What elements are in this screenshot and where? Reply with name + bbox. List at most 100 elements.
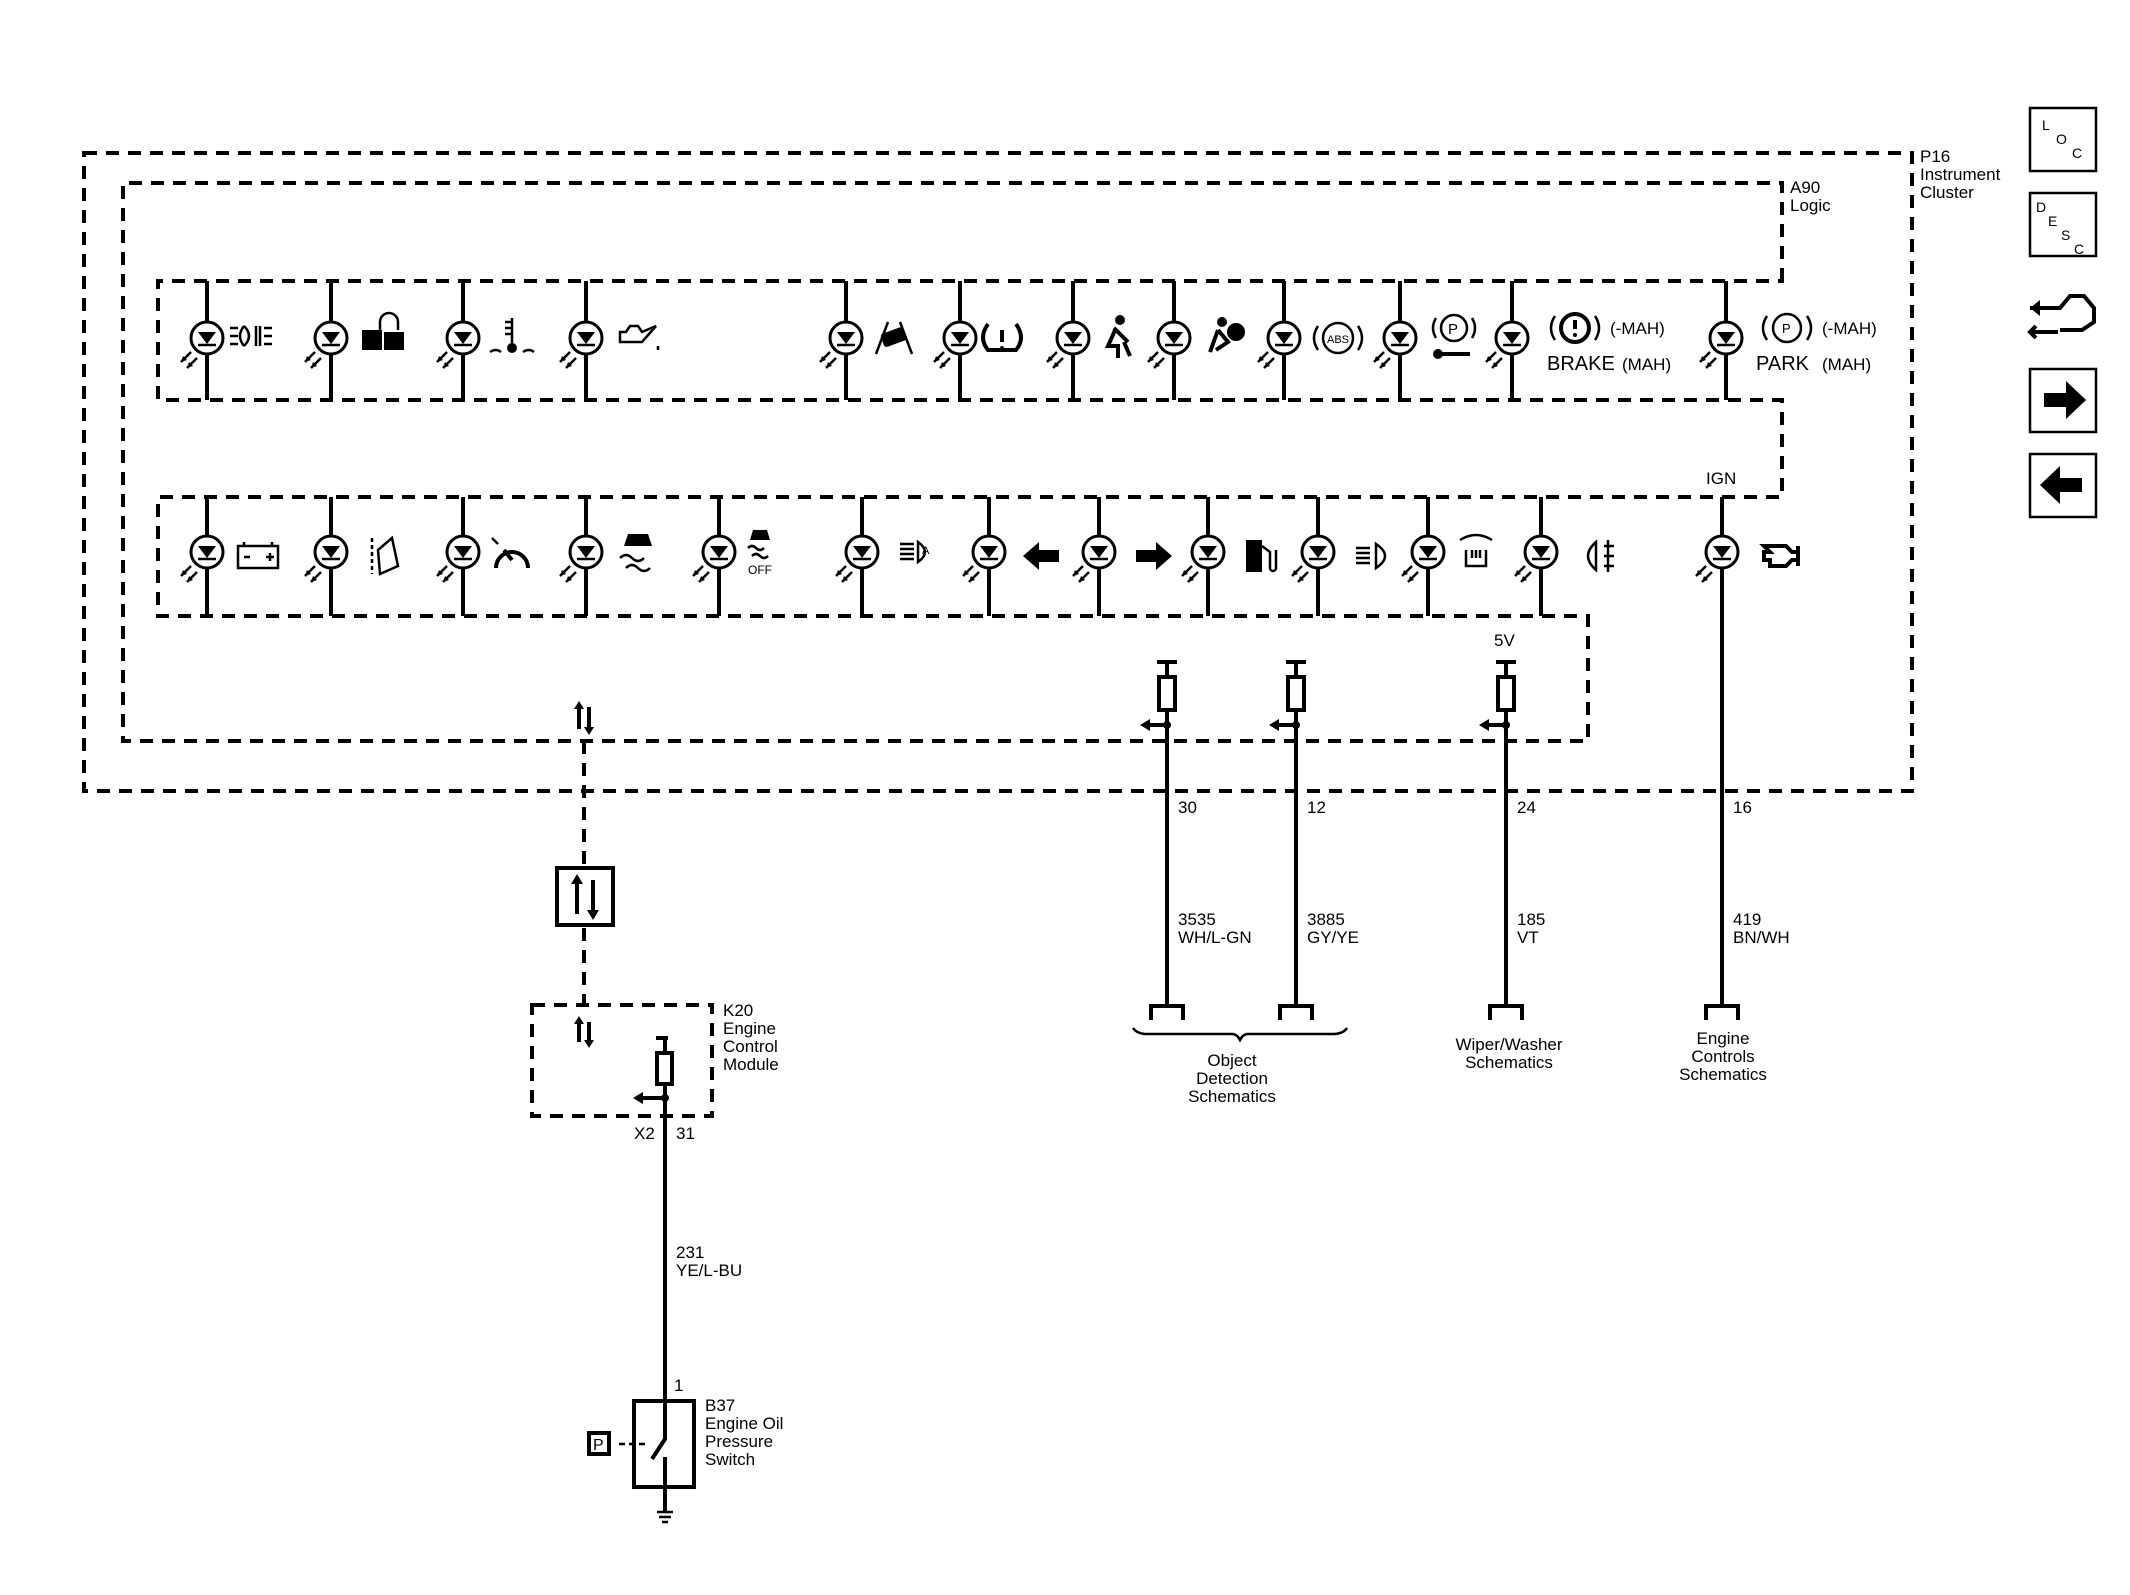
airbag-icon-led: [1147, 281, 1192, 400]
b37-label-id: B37: [705, 1396, 735, 1415]
front-fog-lamp-icon-led: [1514, 497, 1559, 616]
desc-letter-s: S: [2061, 227, 2070, 243]
a90-logic-boundary: [121, 181, 1784, 743]
loc-letter-l: L: [2042, 117, 2050, 133]
traction-control-icon: [619, 534, 652, 573]
b37-pin-label: 1: [674, 1376, 683, 1395]
battery-icon-led: [180, 497, 225, 616]
circuit-231-number: 231: [676, 1243, 704, 1262]
circuit-color-3885: GY/YE: [1307, 928, 1359, 947]
indicator-row-1: [180, 281, 1744, 400]
k20-pin-label: 31: [676, 1124, 695, 1143]
b37-label-line2: Pressure: [705, 1432, 773, 1451]
park-p-text: P: [1782, 321, 1791, 336]
a90-label-id: A90: [1790, 178, 1820, 197]
oil-pressure-icon: [618, 324, 660, 350]
connector-end-view-button[interactable]: [2027, 294, 2096, 340]
object-detection-line1: Object: [1207, 1051, 1256, 1070]
rear-wiper-icon: [1459, 533, 1493, 568]
auto-high-beam-icon-led: [835, 497, 880, 616]
desc-letter-d: D: [2036, 199, 2046, 215]
k20-engine-control-module: [530, 1003, 714, 1118]
tire-pressure-icon: [981, 322, 1023, 352]
circuit-color-185: VT: [1517, 928, 1539, 947]
k20-label-line3: Module: [723, 1055, 779, 1074]
security-lock-icon-led: [304, 281, 349, 400]
pin-label-12: 12: [1307, 798, 1326, 817]
output-circuits: 303535WH/L-GN123885GY/YE24185VT16419BN/W…: [1140, 660, 1790, 1020]
abs-icon-led: [1257, 281, 1302, 400]
wiper-washer-line2: Schematics: [1465, 1053, 1553, 1072]
right-arrow-icon: [2044, 381, 2086, 419]
k20-label-id: K20: [723, 1001, 753, 1020]
high-beam-icon-led: [1291, 497, 1336, 616]
abs-icon: ABS: [1312, 321, 1364, 355]
airbag-icon: [1208, 317, 1245, 353]
p16-label-id: P16: [1920, 147, 1950, 166]
circuit-number-185: 185: [1517, 910, 1545, 929]
traction-control-off-icon-led: [692, 497, 737, 616]
battery-icon: [236, 542, 280, 570]
serial-data-arrows-k20: [574, 1016, 594, 1048]
p16-label-line1: Instrument: [1920, 165, 2001, 184]
circuit-number-3535: 3535: [1178, 910, 1216, 929]
security-lock-icon: [362, 311, 404, 350]
serial-data-arrows-a90: [574, 701, 594, 735]
object-detection-line2: Detection: [1196, 1069, 1268, 1088]
description-button[interactable]: D E S C: [2028, 191, 2098, 258]
front-fog-lamp-icon: [1586, 539, 1614, 573]
tire-pressure-icon-led: [933, 281, 978, 400]
electric-park-brake-service-icon: P: [1431, 313, 1477, 359]
right-turn-signal-icon: [1136, 542, 1172, 570]
cruise-control-icon: [491, 537, 530, 569]
object-detection-line3: Schematics: [1188, 1087, 1276, 1106]
previous-page-button[interactable]: [2028, 452, 2098, 519]
cruise-control-icon-led: [436, 497, 481, 616]
pin-label-16: 16: [1733, 798, 1752, 817]
rear-fog-lamp-icon: [230, 325, 272, 347]
serial-data-symbol: [555, 866, 615, 927]
loc-letter-o: O: [2056, 131, 2067, 147]
left-arrow-icon: [2040, 466, 2082, 504]
k20-label-line2: Control: [723, 1037, 778, 1056]
epb-p-text: P: [1448, 321, 1458, 338]
location-button[interactable]: L O C: [2028, 106, 2098, 173]
seat-belt-icon-led: [1046, 281, 1091, 400]
k20-label-line1: Engine: [723, 1019, 776, 1038]
circuit-color-419: BN/WH: [1733, 928, 1790, 947]
brake-warning-icon-led: [1485, 281, 1530, 400]
pressure-p-text: P: [593, 1437, 604, 1454]
right-turn-signal-icon-led: [1072, 497, 1117, 616]
tc-off-text: OFF: [748, 563, 772, 577]
object-detection-brace: [1131, 1027, 1349, 1043]
engine-controls-line3: Schematics: [1679, 1065, 1767, 1084]
brake-mah-label: (MAH): [1622, 355, 1671, 374]
check-engine-icon-led: [1695, 497, 1740, 1005]
rear-fog-lamp-icon-led: [180, 281, 225, 400]
pin-label-30: 30: [1178, 798, 1197, 817]
traction-control-off-icon: OFF: [747, 530, 772, 577]
high-beam-icon: [1356, 541, 1387, 571]
check-engine-icon: [1759, 544, 1800, 568]
rear-wiper-icon-led: [1401, 497, 1446, 616]
next-page-button[interactable]: [2028, 367, 2098, 434]
brake-label: BRAKE: [1547, 353, 1615, 375]
left-turn-signal-icon: [1023, 542, 1059, 570]
ign-label: IGN: [1706, 469, 1736, 488]
coolant-temperature-icon: [489, 318, 535, 354]
wiper-washer-line1: Wiper/Washer: [1455, 1035, 1562, 1054]
desc-letter-e: E: [2048, 213, 2057, 229]
circuit-number-419: 419: [1733, 910, 1761, 929]
door-ajar-icon: [370, 535, 400, 576]
park-brake-icon: P: [1761, 312, 1813, 344]
ahb-a-text: A: [922, 545, 930, 557]
a90-label-line1: Logic: [1790, 196, 1831, 215]
circuit-231-color: YE/L-BU: [676, 1261, 742, 1280]
seat-belt-icon: [1104, 315, 1132, 358]
b37-label-line1: Engine Oil: [705, 1414, 783, 1433]
